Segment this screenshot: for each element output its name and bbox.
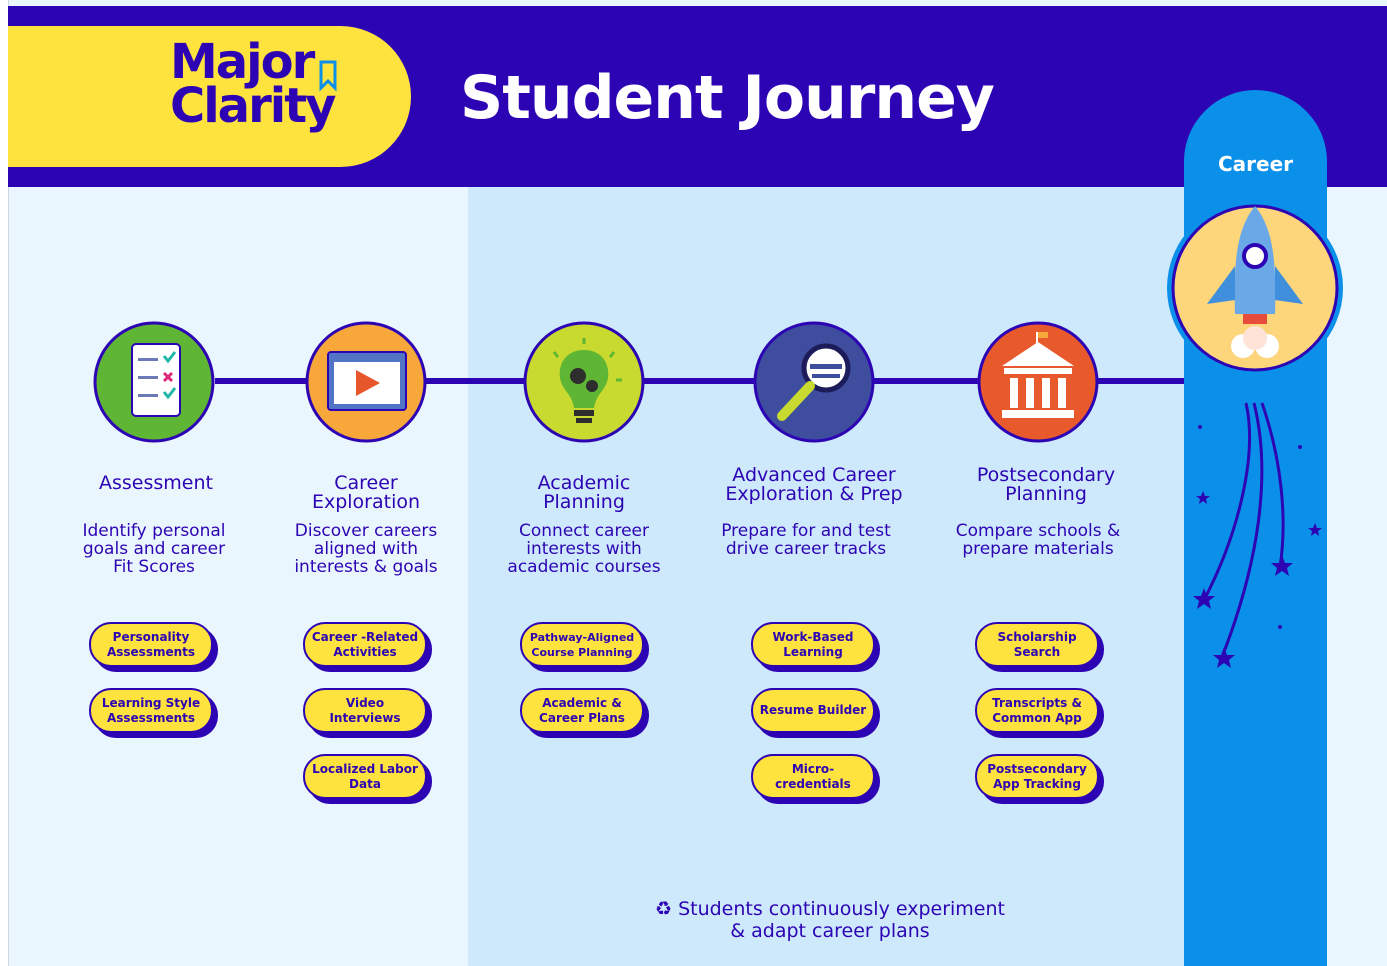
later-stages-panel xyxy=(468,186,1184,966)
bookmark-icon xyxy=(319,60,337,92)
stage-title-postsecondary-planning: Postsecondary Planning xyxy=(976,464,1116,505)
stage-title-academic-planning: Academic Planning xyxy=(537,472,631,513)
stage-desc-assessment: Identify personal goals and career Fit S… xyxy=(82,521,226,577)
chip-micro-credentials[interactable]: Micro-credentials xyxy=(751,754,875,799)
stage-title-career-exploration: Career Exploration xyxy=(311,472,421,513)
chip-video-interviews[interactable]: Video Interviews xyxy=(303,688,427,733)
logo-line1: Major xyxy=(170,34,315,90)
magnifier-icon xyxy=(753,321,875,443)
stage-desc-career-exploration: Discover careers aligned with interests … xyxy=(294,521,438,577)
chip-resume-builder[interactable]: Resume Builder xyxy=(751,688,875,733)
logo-pill xyxy=(8,26,411,167)
stage-title-assessment: Assessment xyxy=(99,472,213,494)
shooting-stars-icon xyxy=(1193,402,1322,668)
logo-line2: Clarity xyxy=(170,78,336,134)
lightbulb-icon xyxy=(523,321,645,443)
rocket-icon xyxy=(1167,200,1343,376)
recycle-icon: ♻ xyxy=(655,898,673,920)
stage-desc-postsecondary-planning: Compare schools & prepare materials xyxy=(955,521,1121,559)
stage-desc-academic-planning: Connect career interests with academic c… xyxy=(507,521,661,577)
footer-note: ♻Students continuously experiment & adap… xyxy=(655,898,1005,942)
page-edge xyxy=(0,0,9,966)
university-building-icon xyxy=(977,321,1099,443)
career-label: Career xyxy=(1217,152,1294,176)
logo: Major Clarity xyxy=(170,34,336,134)
timeline-line xyxy=(215,378,1185,384)
checklist-icon xyxy=(93,321,215,443)
stage-desc-advanced-career: Prepare for and test drive career tracks xyxy=(721,521,891,559)
stage-title-advanced-career: Advanced Career Exploration & Prep xyxy=(725,464,903,505)
chip-academic-career-plans[interactable]: Academic &Career Plans xyxy=(520,688,644,733)
page-title: Student Journey xyxy=(460,63,995,133)
video-player-icon xyxy=(305,321,427,443)
chip-transcripts-common-app[interactable]: Transcripts &Common App xyxy=(975,688,1099,733)
